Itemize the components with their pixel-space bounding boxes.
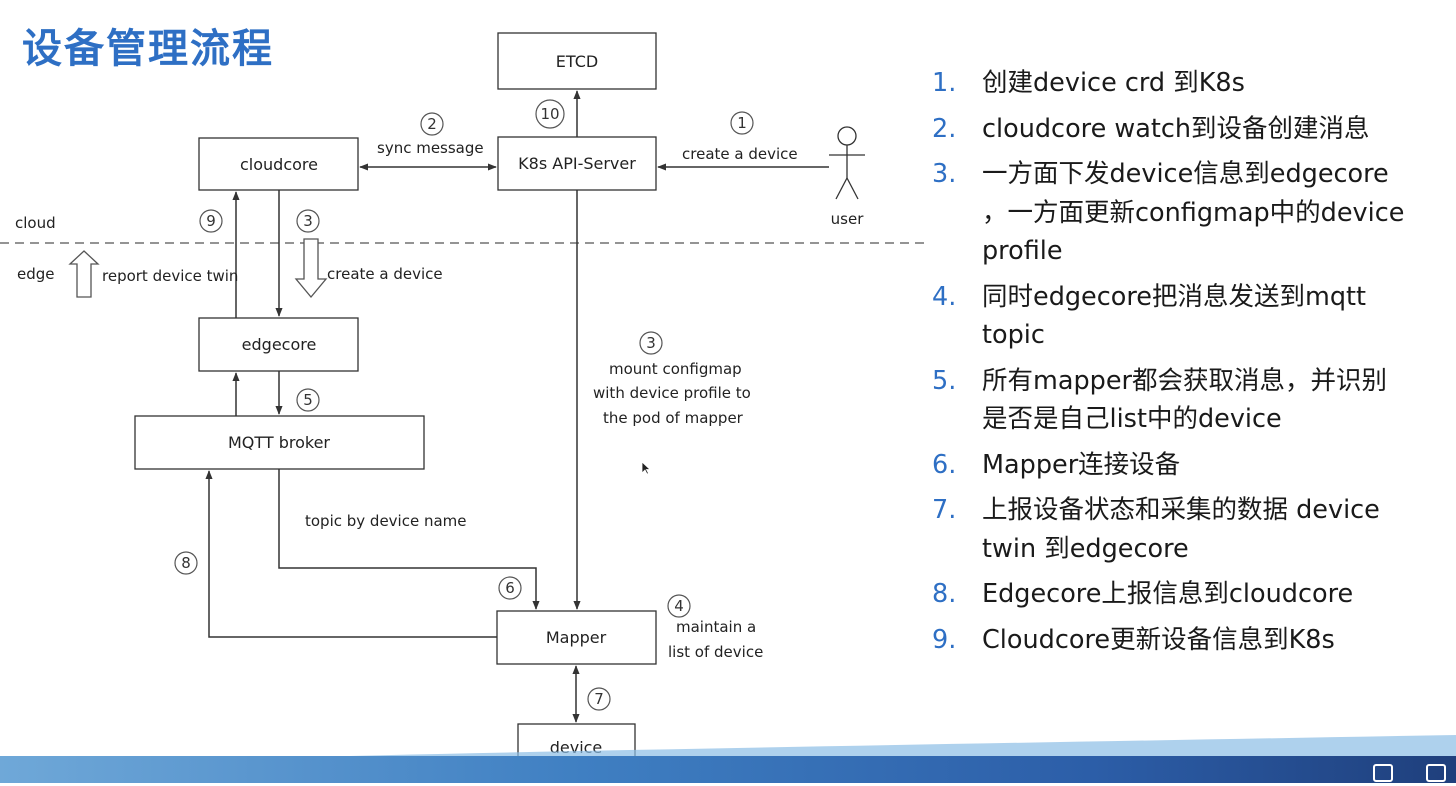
step-item-8: 8.Edgecore上报信息到cloudcore: [932, 579, 1354, 609]
sync-message-label: sync message: [377, 139, 484, 157]
svg-text:edgecore: edgecore: [242, 335, 317, 354]
step-item-5: 5.所有mapper都会获取消息，并识别 是否是自己list中的device: [932, 365, 1388, 435]
step-marker-1: 1: [730, 111, 754, 135]
svg-text:3: 3: [303, 212, 313, 230]
mount-configmap-label-2: with device profile to: [593, 384, 751, 402]
etcd-box: ETCD: [497, 32, 657, 90]
step-item-4: 4.同时edgecore把消息发送到mqtt topic: [932, 281, 1367, 351]
mapper-box: Mapper: [496, 610, 657, 665]
step-marker-2: 2: [420, 112, 444, 136]
maintain-label-2: list of device: [668, 643, 763, 661]
svg-text:6: 6: [505, 579, 515, 597]
footer-band: [0, 756, 1456, 783]
svg-text:ETCD: ETCD: [556, 52, 598, 71]
maintain-label-1: maintain a: [676, 618, 756, 636]
step-item-9: 9.Cloudcore更新设备信息到K8s: [932, 624, 1335, 655]
topic-to-mapper-arrow: [278, 469, 540, 610]
svg-text:K8s API-Server: K8s API-Server: [518, 154, 636, 173]
footer-window-icon: [1372, 764, 1393, 782]
step-marker-4: 4: [667, 594, 691, 618]
footer-icons: [1345, 764, 1446, 786]
svg-text:8: 8: [181, 554, 191, 572]
step-item-7: 7.上报设备状态和采集的数据 device twin 到edgecore: [932, 495, 1380, 564]
step-marker-8: 8: [174, 551, 198, 575]
step-item-3: 3.一方面下发device信息到edgecore ，一方面更新configmap…: [932, 159, 1405, 266]
create-device-edge-label: create a device: [327, 265, 443, 283]
svg-text:1: 1: [737, 114, 747, 132]
create-device-label: create a device: [682, 145, 798, 163]
mount-configmap-label-3: the pod of mapper: [603, 409, 744, 427]
step-marker-5: 5: [296, 388, 320, 412]
step-marker-7: 7: [587, 687, 611, 711]
slide-title: 设备管理流程: [22, 26, 274, 72]
create-down-hollow-arrow: [294, 238, 328, 299]
topic-label: topic by device name: [305, 512, 467, 530]
user-actor-icon: [829, 126, 865, 200]
svg-text:4: 4: [674, 597, 684, 615]
step-marker-3-edge: 3: [296, 209, 320, 233]
step-marker-10: 10: [535, 99, 565, 129]
api-server-box: K8s API-Server: [497, 136, 657, 191]
cloud-zone-label: cloud: [15, 214, 56, 232]
step-item-2: 2.cloudcore watch到设备创建消息: [932, 113, 1370, 144]
mount-configmap-label-1: mount configmap: [609, 360, 742, 378]
svg-text:7: 7: [594, 690, 604, 708]
mouse-cursor-icon: [641, 461, 651, 475]
step-marker-9: 9: [199, 209, 223, 233]
svg-text:2: 2: [427, 115, 437, 133]
svg-text:MQTT broker: MQTT broker: [228, 433, 330, 452]
step-marker-6: 6: [498, 576, 522, 600]
device-management-diagram: ETCD K8s API-Server cloudcore edgecore M…: [0, 32, 930, 772]
user-label: user: [831, 210, 865, 228]
footer-settings-icon: [1426, 764, 1446, 782]
mapper-to-mqtt-arrow: [205, 470, 497, 638]
report-device-twin-label: report device twin: [102, 267, 238, 285]
step-item-1: 1.创建device crd 到K8s: [932, 68, 1245, 98]
report-up-hollow-arrow: [68, 250, 100, 298]
svg-text:5: 5: [303, 391, 313, 409]
step-item-6: 6.Mapper连接设备: [932, 449, 1181, 480]
svg-text:3: 3: [646, 334, 656, 352]
svg-text:10: 10: [540, 105, 559, 123]
step-marker-3-configmap: 3: [639, 331, 663, 355]
edge-zone-label: edge: [17, 265, 55, 283]
cloudcore-box: cloudcore: [198, 137, 359, 191]
svg-text:Mapper: Mapper: [546, 628, 607, 647]
steps-list: 1.创建device crd 到K8s 2.cloudcore watch到设备…: [932, 64, 1456, 666]
svg-text:cloudcore: cloudcore: [240, 155, 318, 174]
mqtt-broker-box: MQTT broker: [134, 415, 425, 470]
svg-text:9: 9: [206, 212, 216, 230]
edgecore-box: edgecore: [198, 317, 359, 372]
